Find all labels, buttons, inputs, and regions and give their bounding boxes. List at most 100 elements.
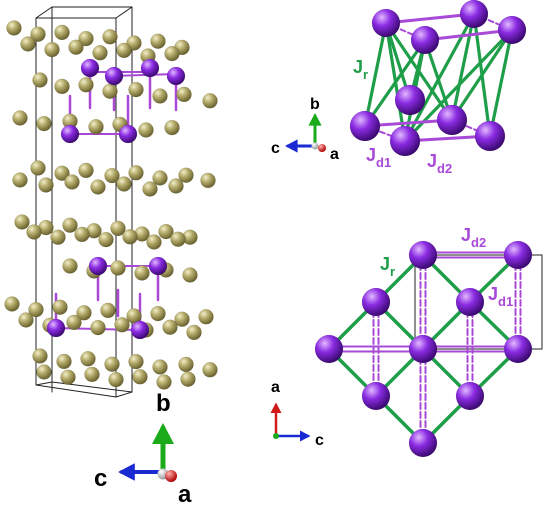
gold-atom (78, 162, 94, 179)
axis-label-c: c (315, 432, 324, 449)
gold-atom (104, 356, 120, 372)
axis-indicator-bottom-right (270, 402, 311, 442)
jr-bond (363, 38, 427, 128)
purple-atom (166, 66, 186, 86)
gold-atom (20, 36, 36, 52)
gold-atom (80, 351, 96, 367)
gold-atom (54, 165, 70, 181)
purple-atom (410, 25, 440, 55)
gold-atom (30, 26, 46, 42)
axis-label-a: a (330, 146, 339, 163)
gold-atom (28, 301, 44, 318)
purple-atom (455, 287, 485, 317)
axis-b-arrow-head (152, 423, 174, 444)
axis-b-arrow-head (308, 113, 322, 126)
axis-label-b: b (310, 96, 320, 113)
gold-atom (102, 29, 118, 45)
axis-label-b: b (156, 390, 171, 417)
jr-label: Jr (380, 254, 395, 279)
purple-atom (80, 58, 100, 78)
purple-atom (503, 240, 533, 270)
gold-atom (12, 172, 28, 188)
axis-label-c: c (271, 140, 280, 157)
axis-c-arrow-head (118, 463, 135, 481)
gold-atom (182, 267, 198, 283)
jd2-bond (384, 12, 476, 25)
purple-atom (371, 8, 401, 38)
gold-atom (152, 359, 168, 375)
axis-c-arrow-head (285, 139, 298, 153)
purple-atom (118, 124, 138, 144)
gold-atom (170, 231, 186, 247)
gold-atom (202, 93, 218, 109)
gold-atom (168, 178, 184, 194)
gold-atom (62, 217, 78, 233)
purple-atom (436, 104, 468, 136)
gold-atom (62, 258, 78, 274)
gold-atom (108, 371, 124, 388)
purple-atom (389, 125, 421, 157)
magnetic-atom-group (314, 240, 533, 458)
gold-atom (52, 299, 68, 315)
axis-c-arrow-head (300, 430, 311, 442)
purple-atom (361, 381, 391, 411)
gold-atom (150, 305, 166, 322)
purple-atom (46, 318, 66, 338)
axis-indicator-left (118, 423, 177, 482)
axis-a-marker (165, 470, 177, 482)
gold-atom (152, 170, 168, 186)
magnetic-atom-group (349, 0, 527, 157)
purple-atom (60, 124, 80, 144)
purple-atom (408, 240, 438, 270)
gold-atom (138, 122, 154, 138)
gold-atom (174, 311, 190, 327)
gold-atom (90, 319, 106, 336)
gold-atom (32, 72, 48, 88)
axis-label-a: a (271, 379, 280, 396)
gold-atom (162, 319, 178, 335)
gold-atom (178, 356, 194, 373)
purple-atom (148, 256, 168, 276)
gold-atom (132, 369, 148, 385)
gold-atom (76, 305, 92, 321)
gold-atom (12, 110, 28, 126)
purple-atom (455, 381, 485, 411)
jr-bond (450, 12, 476, 122)
gold-atom (122, 229, 138, 245)
axis-indicator-top-right (285, 113, 326, 153)
gold-atom (38, 177, 54, 193)
gold-atom (150, 33, 166, 49)
purple-atom (88, 256, 108, 276)
purple-atom (104, 66, 124, 86)
exchange-paths-plane-view: a c Jr Jd2 Jd1 (270, 225, 543, 458)
axis-origin (311, 142, 319, 150)
purple-atom (130, 320, 150, 340)
gold-atom (90, 179, 106, 195)
gold-atom (88, 119, 104, 135)
layered-structure-view: b c a (4, 6, 218, 507)
jr-bond (488, 28, 514, 138)
gold-atom (32, 348, 48, 364)
gold-atom (164, 45, 180, 62)
atom-group (4, 20, 218, 390)
gold-atom (180, 371, 196, 387)
cell-edge (35, 381, 53, 386)
gold-atom (158, 223, 174, 240)
exchange-paths-perspective-view: b c a Jr Jd1 Jd2 (271, 0, 527, 176)
purple-atom (459, 0, 489, 29)
gold-atom (50, 229, 66, 245)
purple-atom (140, 58, 160, 78)
gold-atom (68, 39, 84, 55)
gold-atom (4, 296, 20, 312)
gold-atom (102, 83, 118, 99)
jd2-label: Jd2 (427, 151, 452, 176)
unit-cell-outline (414, 254, 543, 350)
jr-label: Jr (353, 57, 368, 82)
gold-atom (26, 224, 42, 240)
gold-atom (44, 41, 60, 58)
purple-atom (394, 84, 426, 116)
jd2-label: Jd2 (461, 225, 486, 250)
axis-label-c: c (94, 465, 107, 492)
gold-atom (178, 167, 194, 183)
